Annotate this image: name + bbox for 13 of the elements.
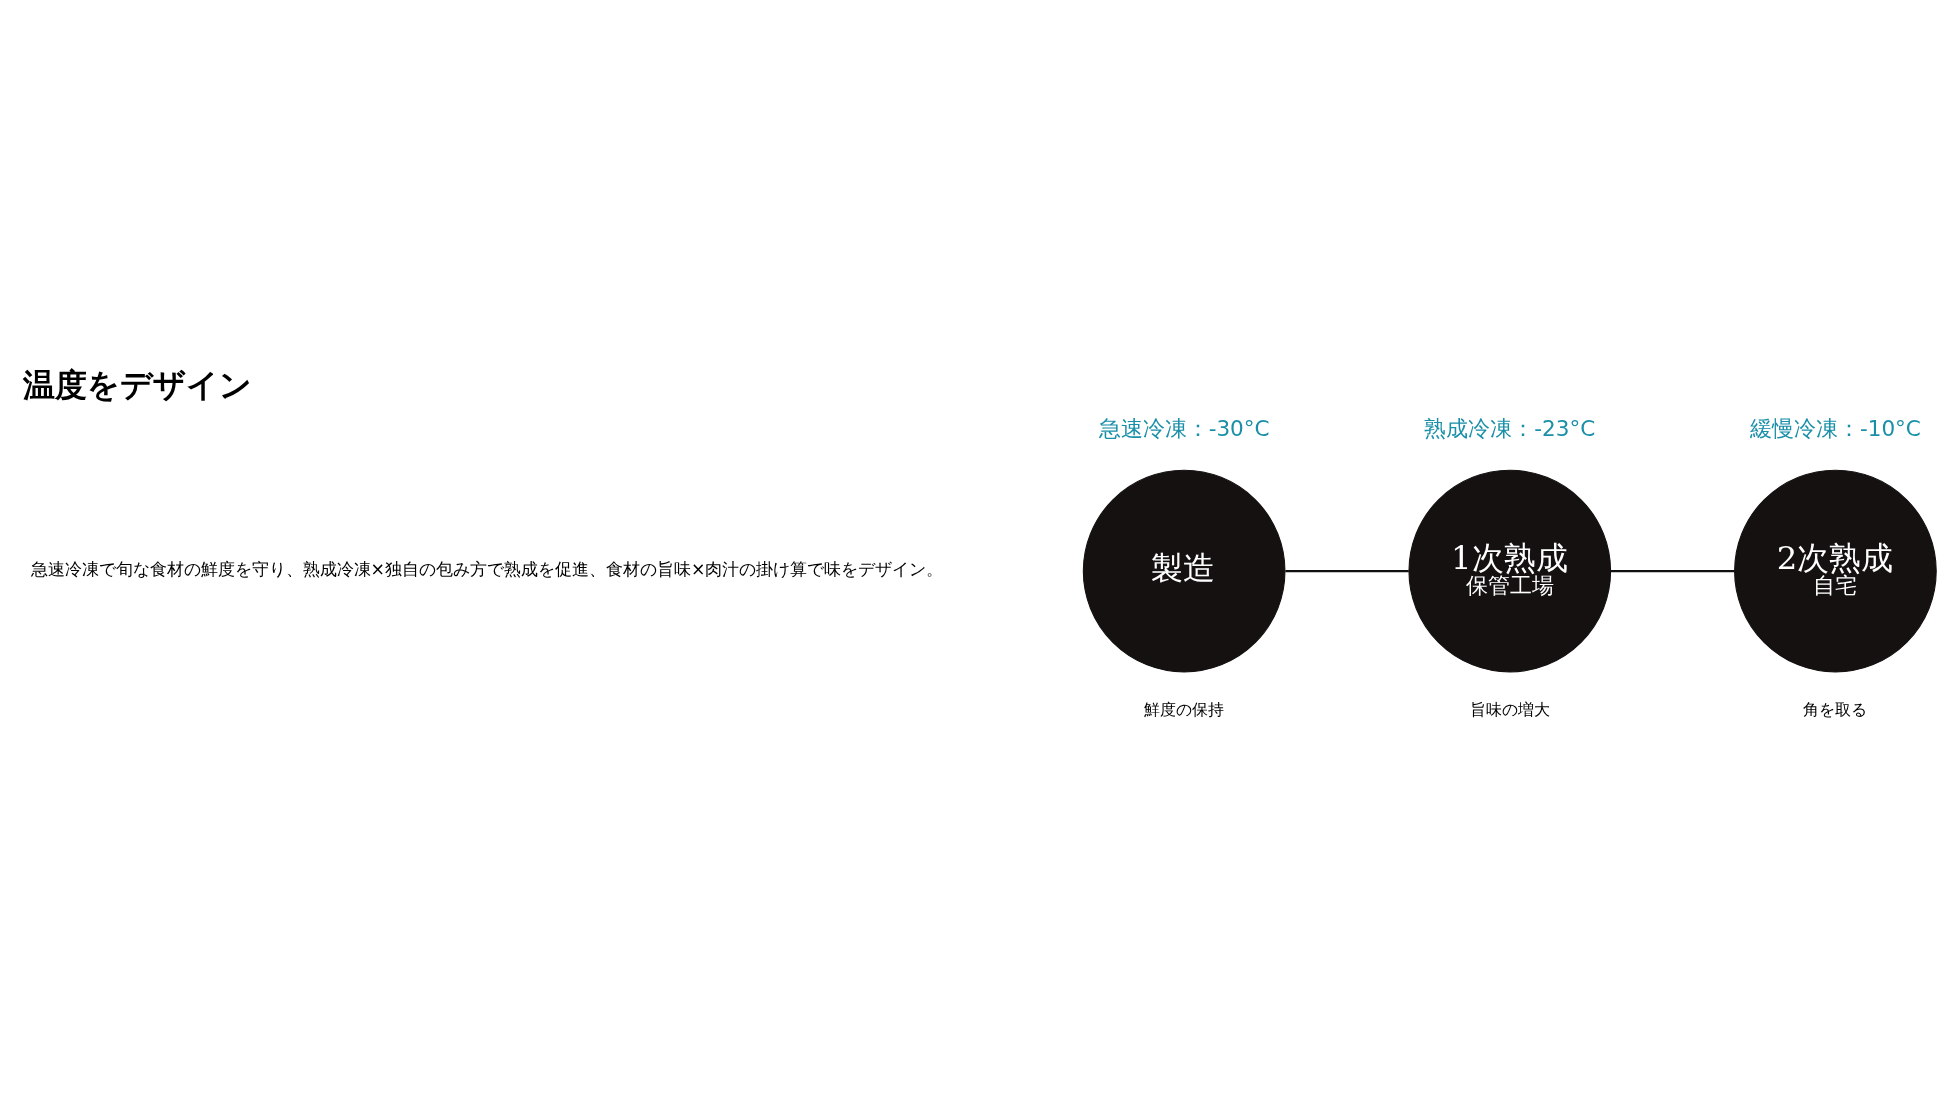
node-label: 鮮度の保持 [1143, 699, 1224, 719]
node-circle: 製造 [1082, 469, 1285, 672]
connector [1610, 569, 1734, 572]
connector [1284, 569, 1409, 572]
node-label: 緩慢冷凍：-10°C [1749, 415, 1921, 441]
node-label: 急速冷凍：-30°C [1098, 415, 1270, 441]
node-label: 旨味の増大 [1469, 699, 1550, 719]
diagram-title: 温度をデザイン [22, 365, 252, 404]
node-circle: 1次熟成 保管工場 [1407, 469, 1611, 672]
label: 急速冷凍で旬な食材の鮮度を守り、熟成冷凍×独自の包み方で熟成を促進、食材の旨味×肉汁の掛け算で味をデザイン。 [30, 558, 944, 579]
node-circle: 2次熟成 自宅 [1733, 469, 1937, 672]
node-label: 角を取る [1802, 699, 1867, 719]
node-label: 熟成冷凍：-23°C [1423, 415, 1595, 441]
